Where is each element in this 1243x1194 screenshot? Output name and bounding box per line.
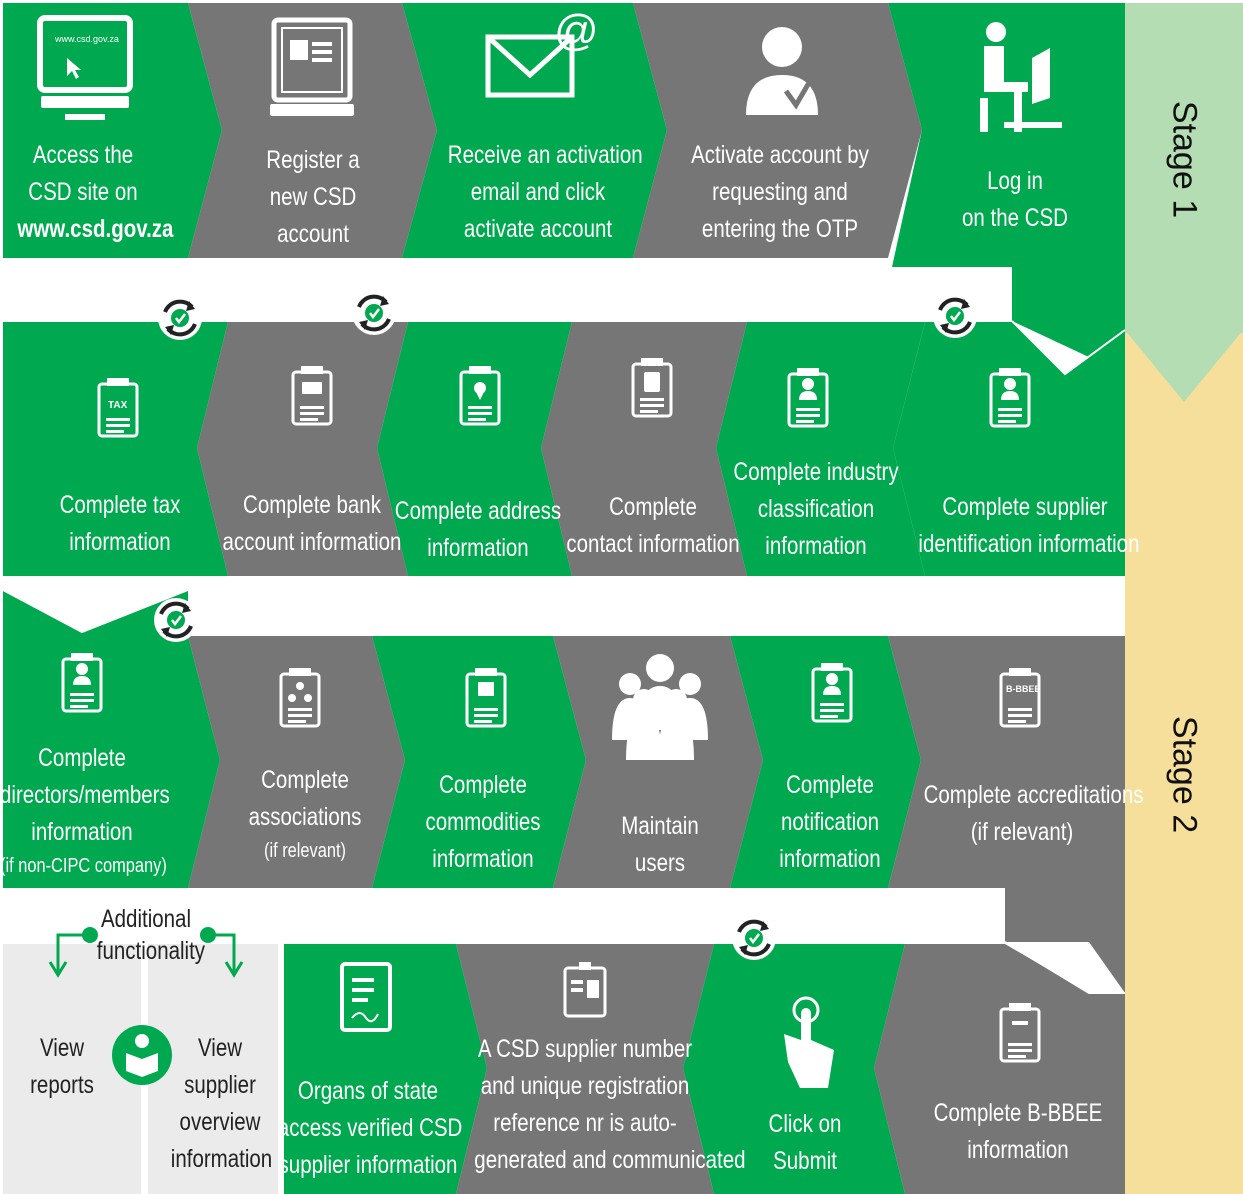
step-accreditations: Complete accreditations(if relevant) — [923, 781, 1144, 846]
stage1-band — [1125, 3, 1243, 333]
associations-doc-icon — [279, 666, 321, 728]
stage1-label: Stage 1 — [1165, 100, 1204, 219]
row4-step1-bg — [284, 944, 487, 1194]
row1-step2-bg — [188, 3, 437, 258]
row1-step5-bg — [888, 3, 1125, 374]
row3-step1-bg — [3, 590, 220, 888]
refresh-check-icon — [350, 289, 398, 337]
tax-doc-icon: TAX — [97, 376, 139, 438]
additional-arrow-left — [48, 927, 98, 978]
refresh-check-icon — [730, 914, 778, 962]
row4-supplier-bg — [148, 944, 278, 1194]
bbbee-doc-icon — [999, 1001, 1041, 1063]
monitor-url-text: www.csd.gov.za — [54, 34, 119, 44]
row2-step5-bg — [716, 322, 925, 576]
reader-icon — [112, 1025, 172, 1085]
stage1-arrow — [1125, 330, 1243, 402]
register-form-icon — [270, 17, 354, 116]
tax-text: TAX — [108, 400, 128, 411]
row2-step1-bg — [3, 322, 228, 576]
otp-user-icon — [746, 27, 818, 115]
row3-step6-bg — [888, 636, 1125, 993]
stage2-band — [1125, 333, 1243, 1194]
refresh-check-icon — [156, 294, 204, 342]
additional-arrow-right — [200, 927, 244, 978]
commodities-doc-icon — [465, 666, 507, 728]
row2-step2-bg — [197, 322, 408, 576]
row1-step4-bg — [633, 3, 922, 258]
row4-step4-bg — [874, 944, 1125, 1194]
row4-step2-bg — [456, 944, 714, 1194]
row1-step1-bg — [3, 3, 222, 258]
row3-step4-bg — [553, 636, 763, 888]
id-badge-icon — [563, 962, 607, 1018]
row3-step5-bg — [730, 636, 921, 888]
refresh-check-icon — [931, 292, 979, 340]
login-laptop-icon — [980, 22, 1062, 132]
row2-step3-bg — [377, 322, 572, 576]
address-doc-icon — [459, 364, 501, 426]
row2-step4-bg — [541, 322, 747, 576]
accreditation-doc-icon: B-BBEE — [999, 666, 1041, 728]
stage2-label: Stage 2 — [1165, 715, 1204, 834]
row2-step6-bg — [893, 322, 1125, 576]
row3-step2-bg — [188, 636, 405, 888]
contact-doc-icon — [631, 356, 673, 418]
svg-text:@: @ — [554, 6, 599, 55]
row1-step3-bg — [402, 3, 667, 258]
bank-doc-icon — [291, 364, 333, 426]
signature-doc-icon — [340, 962, 392, 1032]
email-icon: @ — [485, 6, 599, 98]
refresh-check-icon — [152, 596, 200, 644]
row3-step3-bg — [372, 636, 586, 888]
tap-finger-icon — [784, 996, 834, 1088]
computer-icon: www.csd.gov.za — [37, 15, 133, 120]
bbbee-text: B-BBEE — [1006, 684, 1041, 694]
users-group-icon — [612, 654, 708, 760]
